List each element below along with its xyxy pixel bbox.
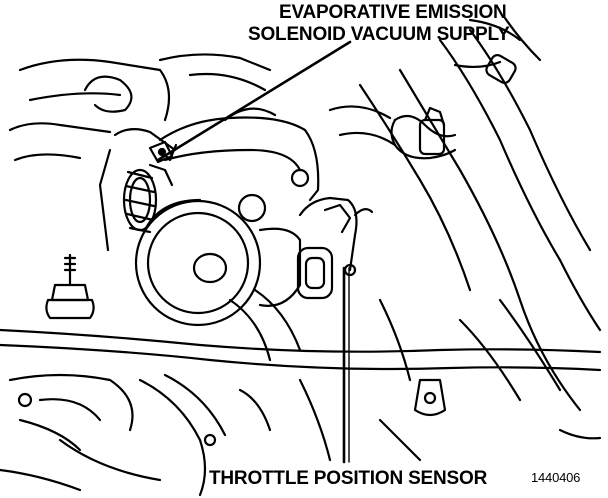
throttle-position-sensor-label: THROTTLE POSITION SENSOR xyxy=(209,468,488,489)
throttle-body-bolt xyxy=(237,193,267,223)
misc-details xyxy=(17,392,602,462)
background-castings xyxy=(8,53,397,162)
vacuum-hose-clamp xyxy=(390,106,457,160)
throttle-spring xyxy=(98,128,178,252)
throttle-body xyxy=(134,116,320,327)
mounting-stud xyxy=(45,253,95,320)
throttle-position-sensor xyxy=(296,196,374,300)
throttle-bore xyxy=(134,199,262,327)
lower-engine-block xyxy=(0,288,602,497)
figure-id: 1440406 xyxy=(531,470,581,485)
right-hoses xyxy=(358,16,602,412)
evap-solenoid-port xyxy=(148,140,174,164)
evap-emission-label-line1: EVAPORATIVE EMISSION xyxy=(279,2,507,23)
evap-leader-line xyxy=(156,40,352,162)
evap-emission-label-line2: SOLENOID VACUUM SUPPLY xyxy=(248,24,510,45)
